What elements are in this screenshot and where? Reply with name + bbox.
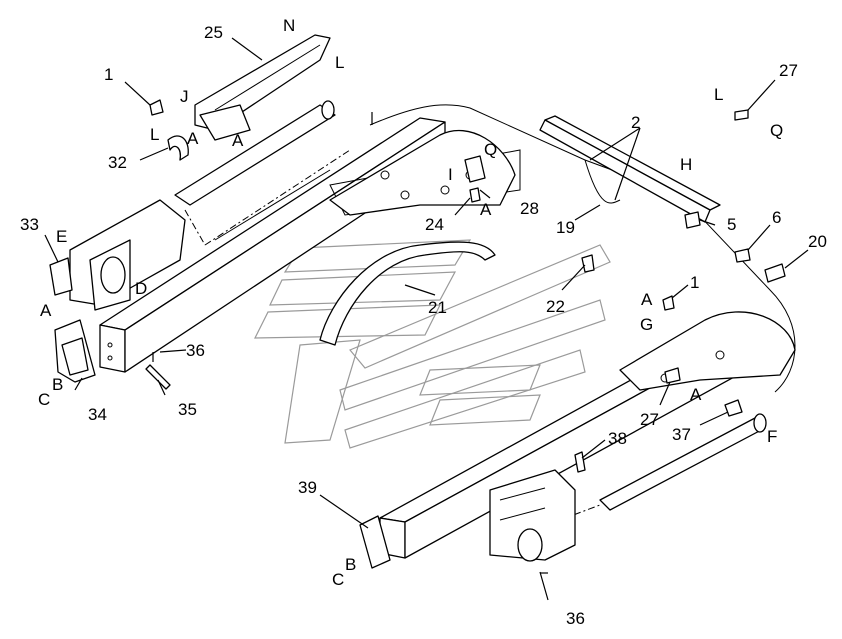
- part-6: [734, 248, 751, 263]
- callout-20: 20: [808, 232, 827, 251]
- callout-21: 21: [428, 298, 447, 317]
- letter-B-1: B: [52, 375, 63, 394]
- letter-C-1: C: [38, 390, 50, 409]
- callout-38: 38: [608, 429, 627, 448]
- part-20: [764, 263, 786, 283]
- letter-D: D: [135, 279, 147, 298]
- part-34-plate: [54, 319, 96, 383]
- callout-33: 33: [20, 215, 39, 234]
- callout-1-upper: 1: [104, 65, 113, 84]
- letter-N: N: [283, 16, 295, 35]
- letter-A-1: A: [187, 129, 199, 148]
- letter-L-right: L: [714, 85, 723, 104]
- part-35-pin: [145, 364, 171, 390]
- callout-34: 34: [88, 405, 107, 424]
- part-22: [581, 254, 595, 273]
- callout-24: 24: [425, 215, 444, 234]
- part-1-clip-upper: [149, 99, 164, 116]
- cylinder-upper: [174, 100, 351, 246]
- callout-37: 37: [672, 425, 691, 444]
- letter-E: E: [56, 227, 67, 246]
- callout-2: 2: [631, 113, 640, 132]
- part-5: [684, 211, 701, 229]
- letter-L-clip: L: [150, 125, 159, 144]
- letter-A-5: A: [641, 290, 653, 309]
- part-21-hose: [319, 241, 496, 346]
- letter-Q: Q: [484, 140, 497, 159]
- part-27-lower: [664, 367, 681, 384]
- part-25-bar: [194, 34, 331, 141]
- part-2-strip: [539, 115, 721, 223]
- letter-J: J: [180, 87, 189, 106]
- callout-5: 5: [727, 215, 736, 234]
- callout-36-upper: 36: [186, 341, 205, 360]
- leader-lines: [44, 37, 809, 601]
- part-32-clamp: [167, 135, 189, 161]
- letter-A-6: A: [690, 385, 702, 404]
- letter-A-3: A: [40, 301, 52, 320]
- bracket-right: [489, 469, 576, 562]
- letter-L-top: L: [335, 53, 344, 72]
- letter-G: G: [640, 315, 653, 334]
- part-39-plate: [359, 515, 391, 569]
- letter-A-4: A: [480, 200, 492, 219]
- callout-36-lower: 36: [566, 609, 585, 628]
- cylinder-lower: [559, 399, 767, 521]
- part-28-bracket: [464, 155, 486, 203]
- callout-27-lower: 27: [640, 410, 659, 429]
- letter-Q-right: Q: [770, 121, 783, 140]
- callout-28: 28: [520, 199, 539, 218]
- callout-25: 25: [204, 23, 223, 42]
- bracket-left: [49, 199, 186, 311]
- callout-19: 19: [556, 218, 575, 237]
- callout-32: 32: [108, 153, 127, 172]
- letter-H: H: [680, 155, 692, 174]
- letter-A-2: A: [232, 131, 244, 150]
- callout-35: 35: [178, 400, 197, 419]
- callout-27-upper: 27: [779, 61, 798, 80]
- part-1-clip-lower: [662, 295, 675, 311]
- watermark-logo: [254, 239, 611, 449]
- part-27-upper: [734, 109, 749, 121]
- callout-1-lower: 1: [690, 273, 699, 292]
- callout-39: 39: [298, 478, 317, 497]
- callout-6: 6: [772, 208, 781, 227]
- letter-B-2: B: [345, 555, 356, 574]
- letter-I: I: [448, 165, 453, 184]
- callout-22: 22: [546, 297, 565, 316]
- letter-F: F: [767, 427, 777, 446]
- letter-C-2: C: [332, 570, 344, 589]
- frame-rail-bend: [329, 129, 516, 216]
